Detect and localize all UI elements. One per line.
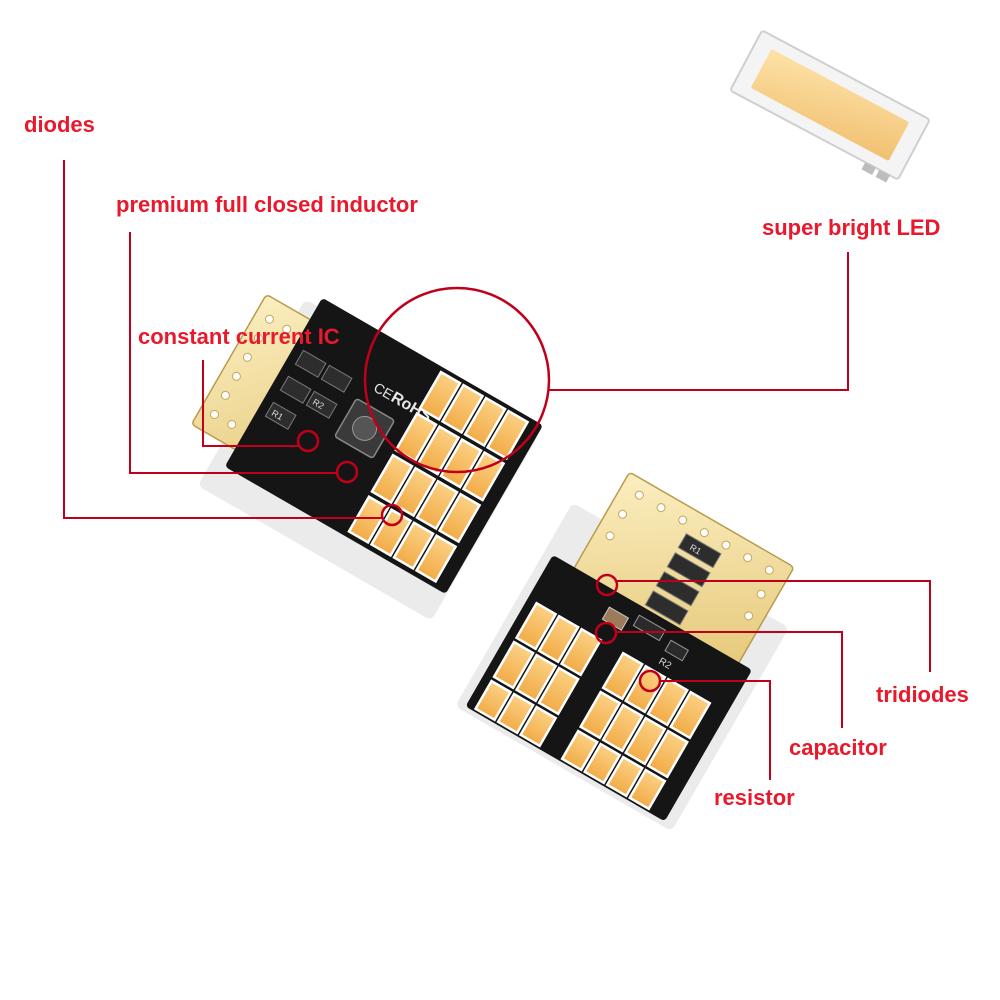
r2-mark-left: R2 (311, 397, 326, 411)
label-diodes: diodes (24, 112, 95, 137)
diodes-leader (63, 160, 382, 519)
right-bulb: R1 R2 (457, 472, 794, 830)
led-callout-circle (363, 286, 551, 474)
single-led-chip (730, 30, 930, 183)
solder-holes-right (605, 490, 774, 621)
resistor-part (664, 639, 689, 662)
leader-lines (63, 160, 931, 780)
tridiodes-leader (617, 580, 931, 672)
led-array-left (347, 370, 530, 584)
resistors-right: R1 (644, 533, 722, 626)
led-array-right (473, 601, 712, 811)
label-tridiodes: tridiodes (876, 682, 969, 707)
tridiode-marker (595, 573, 619, 597)
ic-marker (296, 429, 320, 453)
label-inductor: premium full closed inductor (116, 192, 418, 217)
tridiode-part (632, 614, 667, 642)
r1-mark-left: R1 (270, 408, 285, 422)
ic-leader (202, 360, 298, 447)
diode-marker (380, 503, 404, 527)
label-resistor: resistor (714, 785, 795, 810)
label-super-bright-led: super bright LED (762, 215, 941, 240)
label-constant-current-ic: constant current IC (138, 324, 340, 349)
r1-mark-right: R1 (688, 542, 703, 556)
left-bulb: R1 R2 CE RoHS (192, 295, 542, 619)
solder-holes-left (209, 314, 292, 429)
inductor-leader (129, 232, 337, 474)
led-leader (548, 252, 849, 391)
resistor-leader (660, 680, 771, 780)
callout-markers (296, 286, 662, 693)
resistors-left: R1 R2 (264, 349, 353, 430)
label-capacitor: capacitor (789, 735, 887, 760)
capacitor-leader (616, 631, 843, 728)
